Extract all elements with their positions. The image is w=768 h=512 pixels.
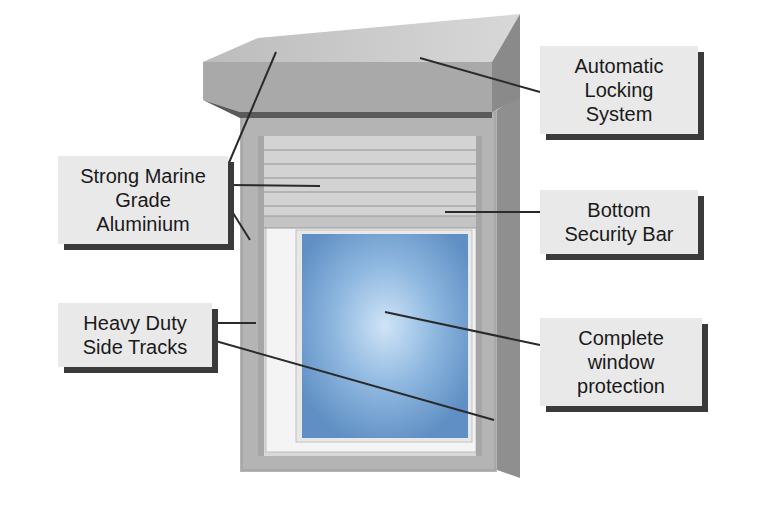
opening-reveal (262, 136, 480, 456)
frame-front (240, 110, 497, 472)
shutter-slats (262, 136, 478, 228)
side-track (476, 136, 482, 456)
frame-side (497, 95, 520, 478)
callout-label: Complete window protection (550, 326, 692, 398)
callout-box: Automatic Locking System (540, 46, 698, 134)
box-side (492, 14, 520, 112)
callout-label: Strong Marine Grade Aluminium (68, 164, 218, 236)
opening (262, 136, 480, 456)
box-top (203, 14, 520, 62)
side-track (258, 136, 264, 456)
callout-box: Heavy Duty Side Tracks (58, 303, 212, 367)
leader-lines (212, 52, 540, 420)
callout-box: Bottom Security Bar (540, 190, 698, 254)
box-underside (203, 100, 492, 118)
frame-edge (242, 112, 495, 470)
callout-label: Bottom Security Bar (550, 198, 688, 246)
sash-inner (296, 230, 472, 442)
window-sash (266, 226, 476, 452)
slat-lines (262, 150, 478, 206)
callout-label: Automatic Locking System (550, 54, 688, 126)
callout-label: Heavy Duty Side Tracks (68, 311, 202, 359)
callout-box: Complete window protection (540, 318, 702, 406)
callout-box: Strong Marine Grade Aluminium (58, 156, 228, 244)
box-front (203, 62, 492, 112)
bottom-bar (262, 216, 478, 228)
glass (302, 234, 468, 438)
